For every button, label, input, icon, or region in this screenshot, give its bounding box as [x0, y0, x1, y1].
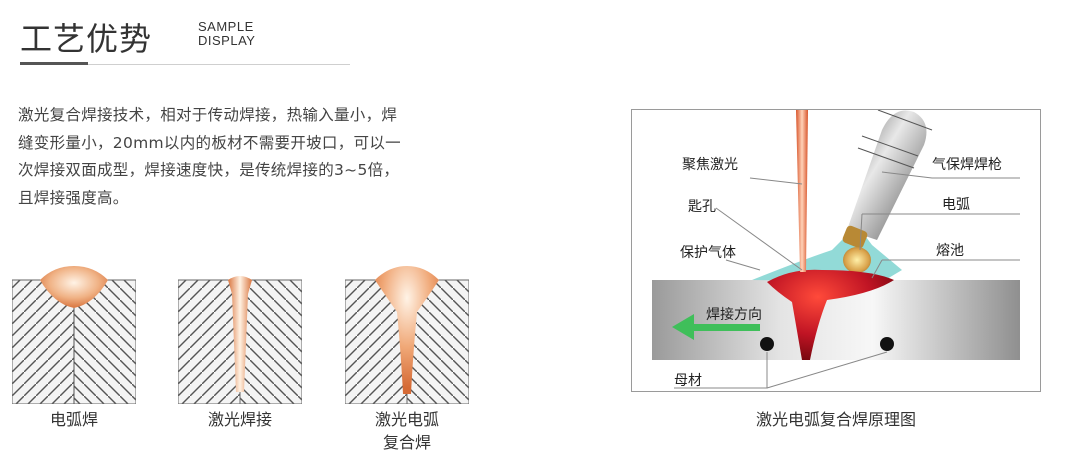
- arc-weld-illustration: [11, 264, 137, 405]
- hybrid-weld-label-line1: 激光电弧: [374, 410, 439, 429]
- arc-weld-label: 电弧焊: [49, 410, 98, 429]
- base-metal-dot-right: [880, 337, 894, 351]
- hybrid-principle-diagram: 聚焦激光 气保焊焊枪 匙孔 电弧 保护气体 熔池 焊接方向 母材: [631, 109, 1041, 392]
- label-weld-direction: 焊接方向: [706, 307, 762, 323]
- laser-beam: [796, 110, 808, 272]
- weld-direction-arrow: [672, 314, 760, 340]
- laser-weld-svg: [177, 276, 303, 405]
- arc-weld-svg: [11, 266, 137, 405]
- hybrid-weld-label-line2: 复合焊: [382, 433, 431, 452]
- hybrid-weld-label: 激光电弧 复合焊: [332, 408, 482, 454]
- label-focused-laser: 聚焦激光: [682, 157, 738, 173]
- laser-weld-label: 激光焊接: [207, 410, 272, 429]
- page-title: 工艺优势: [20, 20, 153, 58]
- hybrid-weld-svg: [344, 266, 470, 405]
- title-divider-accent: [20, 62, 88, 65]
- laser-weld-illustration: [177, 264, 303, 405]
- hybrid-weld-illustration: [344, 264, 470, 405]
- welding-torch: [842, 110, 933, 249]
- arc-shape: [843, 247, 871, 273]
- label-keyhole: 匙孔: [688, 199, 716, 215]
- description-text: 激光复合焊接技术，相对于传动焊接，热输入量小，焊缝变形量小，20mm以内的板材不…: [18, 106, 401, 207]
- display-line: DISPLAY: [198, 33, 256, 48]
- label-weld-pool: 熔池: [936, 243, 964, 259]
- principle-diagram-svg: [652, 110, 1020, 389]
- sample-line: SAMPLE: [198, 19, 254, 34]
- diagram-caption: 激光电弧复合焊原理图: [755, 410, 916, 429]
- base-metal-dot-left: [760, 337, 774, 351]
- label-arc: 电弧: [942, 197, 970, 213]
- label-base-metal: 母材: [674, 373, 702, 389]
- melt-pool-shape: [767, 269, 894, 360]
- title-divider: [20, 64, 350, 65]
- label-shield-gas: 保护气体: [680, 245, 736, 261]
- sample-display-tag: SAMPLE DISPLAY: [198, 20, 255, 48]
- label-gas-torch: 气保焊焊枪: [932, 157, 1002, 173]
- leader-lines: [674, 171, 1020, 389]
